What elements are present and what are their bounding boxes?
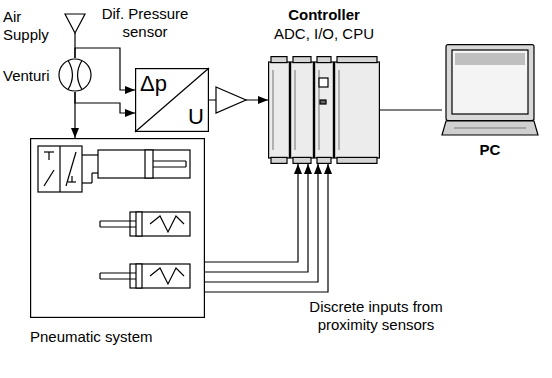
pc-laptop: PC [442, 44, 538, 136]
controller-rack-outline [268, 56, 380, 164]
controller-subtitle: ADC, I/O, CPU [254, 25, 394, 43]
amplifier-symbol [216, 87, 246, 113]
system-label: Pneumatic system [30, 328, 205, 346]
sensor-symbol-text: Δp [140, 71, 167, 97]
cylinder-symbol [100, 264, 190, 288]
venturi-symbol: Venturi [58, 58, 92, 92]
connector-line [380, 109, 442, 110]
connector-line [205, 164, 328, 292]
pressure-sensor-box: Dif. Pressure sensorΔpU [135, 68, 209, 132]
pc-laptop-outline [442, 44, 538, 136]
venturi-label: Venturi [3, 67, 55, 85]
connector-line [205, 164, 308, 272]
connector-line [205, 164, 318, 282]
cylinder-symbol [98, 150, 190, 178]
pneumatic-system-box-outline [30, 138, 205, 318]
air-supply-symbol: Air Supply [65, 14, 85, 33]
controller-rack: ControllerADC, I/O, CPU [268, 56, 380, 164]
controller-title: Controller [254, 6, 394, 24]
pneumatic-system-box: Pneumatic system [30, 138, 205, 318]
sensor-symbol-text: U [188, 104, 204, 130]
cylinder-symbol [100, 212, 190, 236]
valve-symbol [38, 146, 98, 192]
pc-label: PC [442, 141, 538, 159]
air-supply-symbol-outline [65, 14, 85, 33]
connector-line [75, 92, 135, 113]
connector-line [205, 164, 298, 262]
annotation-label: Discrete inputs from proximity sensors [288, 298, 464, 334]
connector-line [74, 92, 75, 138]
supply-label: Air Supply [3, 8, 61, 44]
venturi-symbol-outline [58, 58, 92, 92]
sensor-label: Dif. Pressure sensor [95, 5, 195, 41]
